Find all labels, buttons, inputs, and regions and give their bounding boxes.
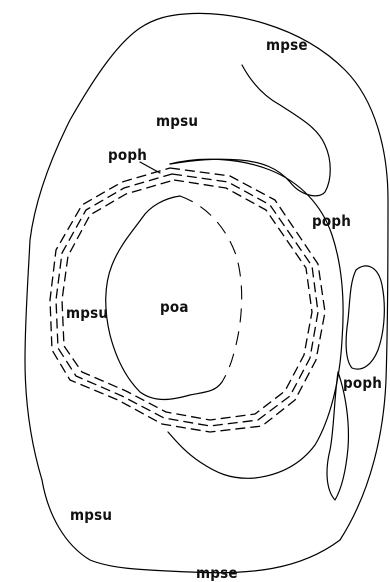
upper-right-lobe: [170, 65, 330, 196]
label-mpse-bottom: mpse: [196, 564, 238, 582]
label-mpsu-bottom-left: mpsu: [70, 506, 112, 524]
label-poa: poa: [160, 298, 189, 316]
label-poph-right-upper: poph: [312, 212, 351, 230]
label-mpse-top: mpse: [266, 36, 308, 54]
label-mpsu-top: mpsu: [156, 112, 198, 130]
label-poph-right-lower: poph: [343, 374, 382, 392]
outer-outline: [25, 13, 388, 572]
poa-dashed-outline: [180, 196, 242, 382]
label-poph-pointer: poph: [108, 146, 147, 164]
label-mpsu-left: mpsu: [66, 304, 108, 322]
right-protrusion: [346, 266, 384, 369]
